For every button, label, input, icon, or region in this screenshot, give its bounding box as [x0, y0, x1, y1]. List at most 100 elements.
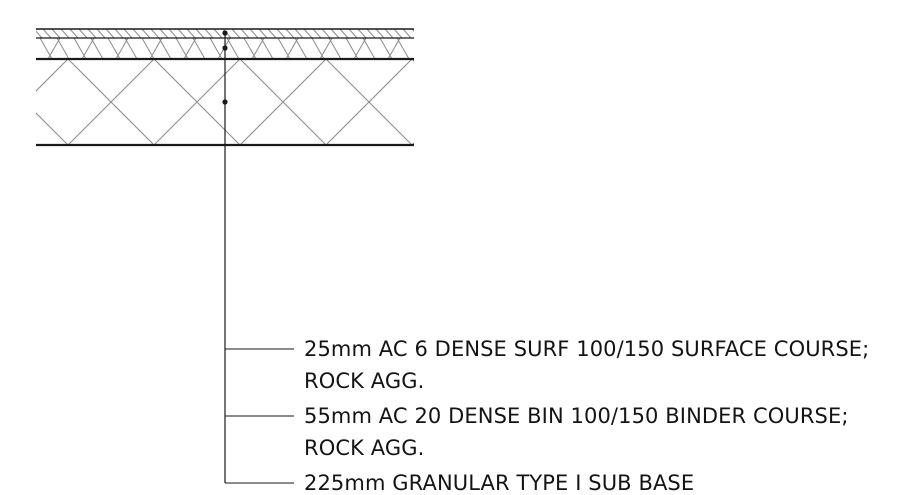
surface-hatch-line [69, 29, 79, 38]
sub-base-hatch-line [67, 59, 155, 145]
surface-hatch-line [204, 29, 214, 38]
binder-course-label: 55mm AC 20 DENSE BIN 100/150 BINDER COUR… [304, 400, 849, 464]
binder-course-hatch [6, 38, 443, 59]
leader-lines [222, 30, 294, 484]
surface-hatch-line [267, 29, 277, 38]
surface-hatch-line [384, 29, 394, 38]
sub-base-hatch-line [239, 59, 327, 145]
sub-base-label-line-1: 225mm GRANULAR TYPE I SUB BASE [304, 471, 695, 495]
surface-course-label-line-2: ROCK AGG. [304, 369, 425, 393]
binder-hatch-line [319, 38, 333, 59]
binder-hatch-line [47, 38, 61, 59]
surface-hatch-line [276, 29, 286, 38]
surface-hatch-line [421, 29, 429, 38]
binder-hatch-line [115, 38, 129, 59]
surface-hatch-line [213, 29, 223, 38]
sub-base-label: 225mm GRANULAR TYPE I SUB BASE [304, 467, 694, 495]
surface-hatch-line [25, 29, 33, 38]
surface-hatch-line [294, 29, 304, 38]
surface-hatch-line [285, 29, 295, 38]
sub-base-hatch-line [411, 59, 414, 62]
surface-hatch-line [348, 29, 358, 38]
binder-hatch-line [6, 38, 18, 59]
surface-hatch-line [375, 29, 385, 38]
binder-hatch-line [149, 38, 163, 59]
binder-hatch-line [294, 38, 308, 59]
binder-hatch-line [90, 38, 104, 59]
surface-hatch-line [168, 29, 178, 38]
surface-hatch-line [60, 29, 70, 38]
surface-hatch-line [339, 29, 349, 38]
surface-hatch-line [430, 29, 438, 38]
surface-hatch-line [411, 29, 414, 33]
surface-hatch-line [16, 29, 24, 38]
surface-hatch-line [78, 29, 88, 38]
sub-base-hatch-line [498, 59, 584, 145]
surface-hatch-line [231, 29, 241, 38]
surface-hatch-line [51, 29, 61, 38]
surface-hatch-line [132, 29, 142, 38]
surface-hatch-line [312, 29, 322, 38]
binder-hatch-line [56, 38, 70, 59]
sub-base-hatch [36, 59, 584, 145]
binder-hatch-line [387, 38, 401, 59]
binder-hatch-line [23, 38, 35, 59]
surface-hatch-line [357, 29, 367, 38]
sub-base-hatch-line [411, 142, 414, 145]
binder-hatch-line [260, 38, 274, 59]
binder-course-label-line-2: ROCK AGG. [304, 436, 425, 460]
binder-hatch-line [183, 38, 197, 59]
surface-hatch-line [186, 29, 196, 38]
binder-hatch-line [192, 38, 206, 59]
binder-hatch-line [81, 38, 95, 59]
binder-hatch-line [285, 38, 299, 59]
surface-hatch-line [240, 29, 250, 38]
sub-base-hatch-line [325, 59, 413, 145]
surface-course-hatch [16, 29, 438, 38]
binder-hatch-line [396, 38, 410, 59]
surface-hatch-line [150, 29, 160, 38]
binder-hatch-line [124, 38, 138, 59]
surface-hatch-line [195, 29, 205, 38]
surface-hatch-line [258, 29, 268, 38]
surface-hatch-line [402, 29, 412, 38]
sub-base-hatch-line [498, 59, 584, 145]
surface-hatch-line [366, 29, 376, 38]
surface-hatch-line [393, 29, 403, 38]
binder-hatch-line [413, 38, 414, 40]
surface-hatch-line [36, 30, 43, 38]
binder-hatch-line [158, 38, 172, 59]
binder-hatch-line [328, 38, 342, 59]
surface-leader-dot [222, 30, 228, 36]
surface-hatch-line [321, 29, 331, 38]
surface-course-label: 25mm AC 6 DENSE SURF 100/150 SURFACE COU… [304, 333, 869, 397]
surface-hatch-line [303, 29, 313, 38]
binder-hatch-line [226, 38, 240, 59]
surface-hatch-line [330, 29, 340, 38]
surface-hatch-line [87, 29, 97, 38]
surface-hatch-line [123, 29, 133, 38]
binder-hatch-line [251, 38, 265, 59]
sub-base-hatch-line [153, 59, 241, 145]
surface-hatch-line [141, 29, 151, 38]
binder-leader-dot [222, 45, 228, 51]
binder-hatch-line [14, 38, 26, 59]
surface-hatch-line [159, 29, 169, 38]
binder-hatch-line [422, 38, 434, 59]
surface-hatch-line [114, 29, 124, 38]
sub-base-hatch-line [36, 59, 69, 92]
surface-hatch-line [105, 29, 115, 38]
surface-hatch-line [96, 29, 106, 38]
surface-course-label-line-1: 25mm AC 6 DENSE SURF 100/150 SURFACE COU… [304, 337, 870, 361]
surface-hatch-line [42, 29, 52, 38]
binder-hatch-line [362, 38, 376, 59]
surface-hatch-line [249, 29, 259, 38]
surface-hatch-line [177, 29, 187, 38]
sub-base-leader-dot [222, 99, 228, 105]
binder-course-label-line-1: 55mm AC 20 DENSE BIN 100/150 BINDER COUR… [304, 404, 849, 428]
binder-hatch-line [353, 38, 367, 59]
binder-hatch-line [431, 38, 443, 59]
sub-base-hatch-line [36, 112, 69, 145]
